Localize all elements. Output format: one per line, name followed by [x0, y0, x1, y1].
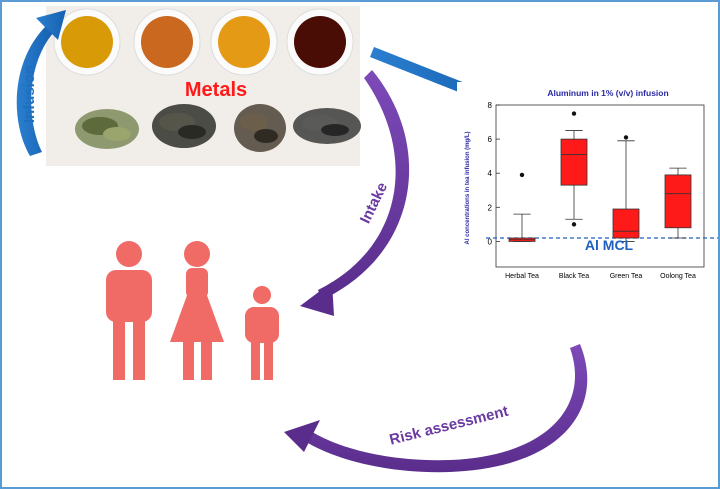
- y-tick-label: 0: [488, 237, 493, 246]
- tea-cup-icon: [53, 8, 121, 76]
- outlier-point: [571, 111, 577, 116]
- box-iqr: [612, 208, 640, 239]
- tea-leaves-icon: [234, 104, 286, 152]
- plot-area: [495, 104, 705, 268]
- y-tick-label: 6: [488, 135, 493, 144]
- chart-y-axis-label: Al concentrations in tea infusion (mg/L): [465, 131, 471, 244]
- tea-leaves: [75, 104, 361, 152]
- tea-cups: [53, 8, 354, 76]
- outlier-point: [519, 172, 525, 178]
- box-iqr: [664, 174, 692, 229]
- tea-leaves-icon: [293, 108, 361, 144]
- woman-icon: [170, 241, 224, 380]
- tea-leaves-icon: [75, 109, 139, 149]
- tea-cup-icon: [210, 8, 278, 76]
- y-tick-label: 8: [488, 101, 493, 110]
- box-iqr: [560, 138, 588, 186]
- mcl-label: Al MCL: [585, 237, 634, 253]
- risk-assessment-label: Risk assessment: [388, 403, 510, 449]
- x-category-label: Green Tea: [610, 273, 643, 280]
- x-category-label: Oolong Tea: [660, 273, 696, 280]
- x-category-label: Black Tea: [559, 273, 589, 280]
- people-group: [106, 241, 279, 380]
- man-icon: [106, 241, 152, 380]
- risk-assessment-arrow: [284, 344, 588, 473]
- y-tick-label: 4: [488, 169, 493, 178]
- tea-cup-icon: [286, 8, 354, 76]
- tea-leaves-icon: [152, 104, 216, 148]
- box-plot-chart: Aluminum in 1% (v/v) infusion Al concent…: [457, 82, 718, 294]
- infusion-arrow: [16, 10, 66, 156]
- infusion-label: Infusion: [21, 65, 38, 123]
- x-category-label: Herbal Tea: [505, 273, 539, 280]
- outlier-point: [623, 135, 629, 140]
- intake-arrow: [300, 70, 410, 316]
- metals-label: Metals: [185, 79, 247, 101]
- chart-panel: [457, 82, 705, 294]
- tea-cup-icon: [133, 8, 201, 76]
- outlier-point: [571, 222, 577, 227]
- intake-label: Intake: [357, 180, 391, 226]
- chart-title: Aluminum in 1% (v/v) infusion: [547, 88, 668, 98]
- child-icon: [245, 286, 279, 380]
- y-tick-label: 2: [488, 203, 493, 212]
